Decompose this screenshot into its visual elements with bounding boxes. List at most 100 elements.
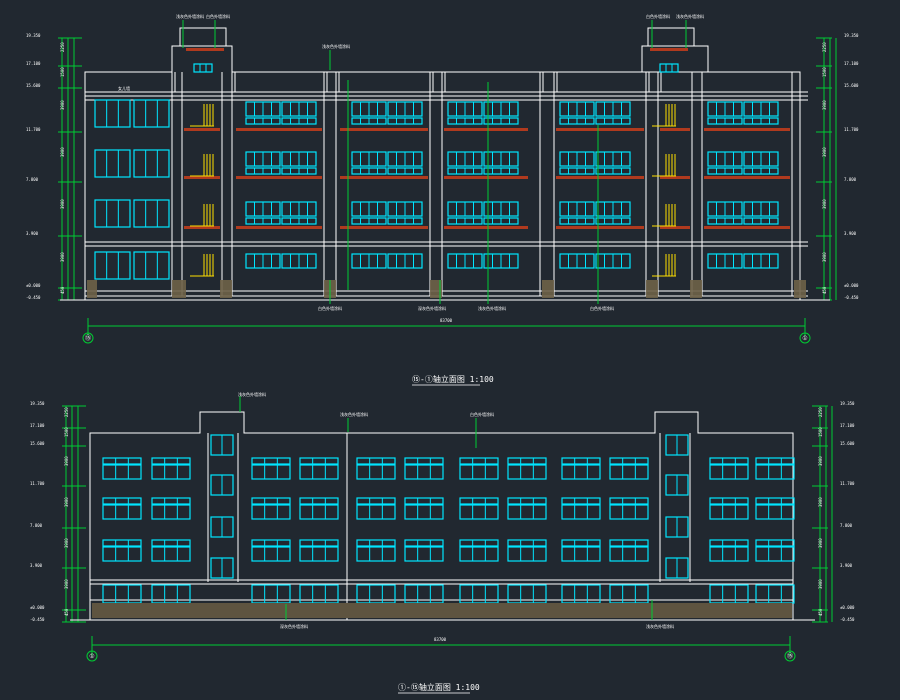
top-window-r0-c1	[133, 99, 170, 128]
top-transom-r2-c5	[483, 217, 519, 225]
top-note-1: 浅灰色外墙涂料	[176, 13, 204, 19]
top-building-outline	[60, 27, 830, 301]
dimension-label: 3900	[822, 100, 827, 110]
bottom-transom-r0-c6	[459, 457, 499, 465]
top-window-r3-c3	[281, 253, 317, 269]
level-label: 7.800	[844, 177, 857, 182]
top-small-label: 女儿墙	[118, 85, 130, 91]
level-label: ±0.000	[844, 283, 859, 288]
bottom-transom-r1-c2	[251, 497, 291, 505]
top-window-r0-c8	[559, 101, 595, 117]
bottom-window-r0-c6	[459, 464, 499, 480]
top-stair-window-4	[652, 104, 676, 127]
top-balcony-0-2	[340, 128, 428, 131]
top-balcony-1-4	[556, 176, 644, 179]
dimension-label: 3900	[64, 497, 69, 507]
bottom-transom-r1-c6	[459, 497, 499, 505]
top-transom-r2-c8	[707, 217, 743, 225]
top-note-4: 白色外墙涂料	[646, 13, 670, 19]
bottom-window-r2-c11	[755, 546, 795, 562]
top-transom-r0-c8	[707, 117, 743, 125]
level-label: 3.900	[840, 563, 853, 568]
bottom-window-r2-c8	[561, 546, 601, 562]
top-transom-r2-c2	[351, 217, 387, 225]
bottom-transom-r2-c9	[609, 539, 649, 547]
level-label: 11.700	[30, 481, 45, 486]
top-balcony-rails	[184, 48, 790, 229]
top-window-r1-c1	[133, 149, 170, 178]
top-window-r2-c8	[559, 201, 595, 217]
top-balcony-2-1	[236, 226, 322, 229]
top-parapet-band-0	[186, 48, 224, 51]
level-label: 3.900	[844, 231, 857, 236]
top-window-r2-c4	[351, 201, 387, 217]
bottom-transom-r1-c10	[709, 497, 749, 505]
bottom-transom-r0-c2	[251, 457, 291, 465]
bottom-stair-window-3	[210, 557, 234, 579]
dimension-label: 3900	[64, 456, 69, 466]
bottom-window-r1-c5	[404, 504, 444, 520]
top-balcony-2-4	[556, 226, 644, 229]
top-transom-r1-c0	[245, 167, 281, 175]
bottom-transom-r2-c3	[299, 539, 339, 547]
bottom-window-r2-c5	[404, 546, 444, 562]
bottom-window-r1-c6	[459, 504, 499, 520]
bottom-window-r1-c0	[102, 504, 142, 520]
top-note-7: 深灰色外墙涂料	[418, 305, 446, 311]
bottom-transom-r2-c7	[507, 539, 547, 547]
level-label: 15.600	[30, 441, 45, 446]
top-transom-r1-c8	[707, 167, 743, 175]
level-label: 11.700	[26, 127, 41, 132]
level-label: 17.100	[844, 61, 859, 66]
level-label: -0.450	[30, 617, 45, 622]
top-transom-r2-c4	[447, 217, 483, 225]
bottom-transom-r2-c11	[755, 539, 795, 547]
dimension-label: 3900	[818, 579, 823, 589]
bottom-transom-r0-c4	[356, 457, 396, 465]
top-balcony-0-0	[184, 128, 220, 131]
bottom-window-r0-c4	[356, 464, 396, 480]
top-window-r1-c4	[351, 151, 387, 167]
top-balcony-1-5	[660, 176, 690, 179]
level-label: 7.800	[840, 523, 853, 528]
bottom-transom-r2-c4	[356, 539, 396, 547]
top-window-r0-c0	[94, 99, 131, 128]
bottom-window-r1-c2	[251, 504, 291, 520]
level-label: ±0.000	[840, 605, 855, 610]
top-window-r3-c5	[387, 253, 423, 269]
top-transom-r1-c5	[483, 167, 519, 175]
top-window-r2-c2	[245, 201, 281, 217]
top-transom-r1-c6	[559, 167, 595, 175]
top-window-r3-c1	[133, 251, 170, 280]
top-transom-r0-c4	[447, 117, 483, 125]
level-label: 15.600	[840, 441, 855, 446]
level-label: 19.350	[26, 33, 41, 38]
top-window-r2-c11	[743, 201, 779, 217]
bottom-window-r1-c9	[609, 504, 649, 520]
dimension-label: 1500	[64, 427, 69, 437]
bottom-transom-r0-c5	[404, 457, 444, 465]
bottom-window-r0-c0	[102, 464, 142, 480]
dimension-label: 3900	[822, 199, 827, 209]
bottom-transom-r0-c10	[709, 457, 749, 465]
bottom-stair-window-1	[210, 474, 234, 496]
top-transom-r1-c1	[281, 167, 317, 175]
top-window-r2-c5	[387, 201, 423, 217]
top-balcony-0-4	[556, 128, 644, 131]
top-window-r0-c11	[743, 101, 779, 117]
level-label: 15.600	[844, 83, 859, 88]
bottom-window-r2-c7	[507, 546, 547, 562]
top-window-r1-c7	[483, 151, 519, 167]
top-annotations: 浅灰色外墙涂料 白色外墙涂料 浅灰色外墙涂料 白色外墙涂料 浅灰色外墙涂料 白色…	[118, 13, 704, 311]
top-note-3: 浅灰色外墙涂料	[322, 43, 350, 49]
top-transom-r1-c3	[387, 167, 423, 175]
top-note-8: 浅灰色外墙涂料	[478, 305, 506, 311]
level-label: 19.350	[844, 33, 859, 38]
top-window-r3-c2	[245, 253, 281, 269]
top-stair-window-2	[190, 204, 214, 227]
top-balcony-0-3	[444, 128, 528, 131]
top-pilasters	[171, 72, 793, 296]
bottom-transom-r0-c8	[561, 457, 601, 465]
top-stair-tower-window-right	[659, 63, 679, 73]
bottom-window-r0-c1	[151, 464, 191, 480]
